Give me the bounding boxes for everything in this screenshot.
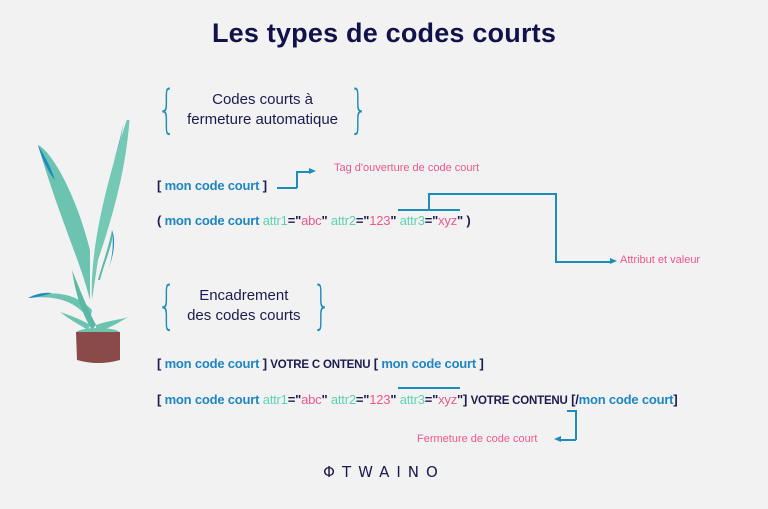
annotation-attribute-value: Attribut et valeur <box>620 254 701 266</box>
shortcode-name: mon code court <box>164 356 260 371</box>
arrow-left-icon <box>554 436 561 442</box>
shortcode-name: mon code court <box>381 356 477 371</box>
heading-line-1: Encadrement <box>199 287 289 304</box>
open-bracket: [ <box>157 392 162 407</box>
attribute-2: attr2="123" <box>330 213 397 228</box>
arrow-right-icon <box>610 258 617 264</box>
connector-line <box>428 193 430 210</box>
content-text: VOTRE C ONTENU <box>270 359 371 371</box>
connector-line <box>560 439 576 441</box>
shortcode-name: mon code court <box>164 213 260 228</box>
open-bracket: [ <box>157 178 162 193</box>
left-brace-icon: { <box>157 80 176 140</box>
connector-line <box>296 171 298 188</box>
brand-logo: ΦTWAINO <box>0 463 768 481</box>
pot-icon <box>76 328 120 363</box>
attribute-3: attr3="xyz" <box>399 213 463 228</box>
attribute-3: attr3="xyz" <box>399 392 463 407</box>
logo-text: TWAINO <box>341 463 445 481</box>
right-brace-icon: } <box>349 80 368 140</box>
heading-text: Codes courts à fermeture automatique <box>183 90 342 130</box>
connector-line <box>555 261 611 263</box>
content-text: VOTRE CONTENU <box>470 395 568 407</box>
code-example-attributes: ( mon code court attr1="abc" attr2="123"… <box>157 213 471 228</box>
shortcode-name: mon code court <box>164 392 260 407</box>
tree-icon: Φ <box>323 463 342 481</box>
connector-line <box>567 410 577 412</box>
close-bracket: ] <box>262 356 267 371</box>
attribute-overline <box>398 387 460 389</box>
annotation-opening-tag: Tag d'ouverture de code court <box>334 162 480 174</box>
attribute-1: attr1="abc" <box>262 392 328 407</box>
left-brace-icon: { <box>157 276 176 336</box>
leaves-icon <box>28 120 130 332</box>
section-heading-enclosing: { Encadrement des codes courts } <box>150 280 338 332</box>
shortcode-name: mon code court <box>164 178 260 193</box>
close-paren: ) <box>466 213 471 228</box>
close-bracket: ] <box>463 392 468 407</box>
close-bracket: ] <box>262 178 267 193</box>
heading-line-2: fermeture automatique <box>187 111 339 128</box>
close-bracket: ] <box>673 392 678 407</box>
attribute-1: attr1="abc" <box>262 213 328 228</box>
code-example-simple: [ mon code court ] <box>157 178 267 193</box>
code-example-enclosing-simple: [ mon code court ] VOTRE C ONTENU [ mon … <box>157 356 484 371</box>
heading-line-2: des codes courts <box>187 307 301 324</box>
shortcode-name: mon code court <box>578 392 674 407</box>
closing-open-bracket: [/ <box>571 392 579 407</box>
code-example-enclosing-attributes: [ mon code court attr1="abc" attr2="123"… <box>157 392 678 407</box>
plant-illustration <box>28 120 130 363</box>
connector-line <box>296 171 310 173</box>
connector-line <box>575 410 577 440</box>
right-brace-icon: } <box>311 276 331 336</box>
heading-text: Encadrement des codes courts <box>183 286 304 326</box>
attribute-2: attr2="123" <box>330 392 397 407</box>
connector-line <box>428 193 556 195</box>
open-paren: ( <box>157 213 162 228</box>
arrow-right-icon <box>309 168 316 174</box>
connector-line <box>277 187 297 189</box>
open-bracket: [ <box>157 356 162 371</box>
heading-line-1: Codes courts à <box>212 91 313 108</box>
connector-line <box>555 193 557 262</box>
open-bracket: [ <box>373 356 378 371</box>
page-title: Les types de codes courts <box>211 18 557 48</box>
section-heading-auto-closing: { Codes courts à fermeture automatique } <box>150 84 375 136</box>
close-bracket: ] <box>479 356 484 371</box>
annotation-closing-tag: Fermeture de code court <box>417 433 538 445</box>
